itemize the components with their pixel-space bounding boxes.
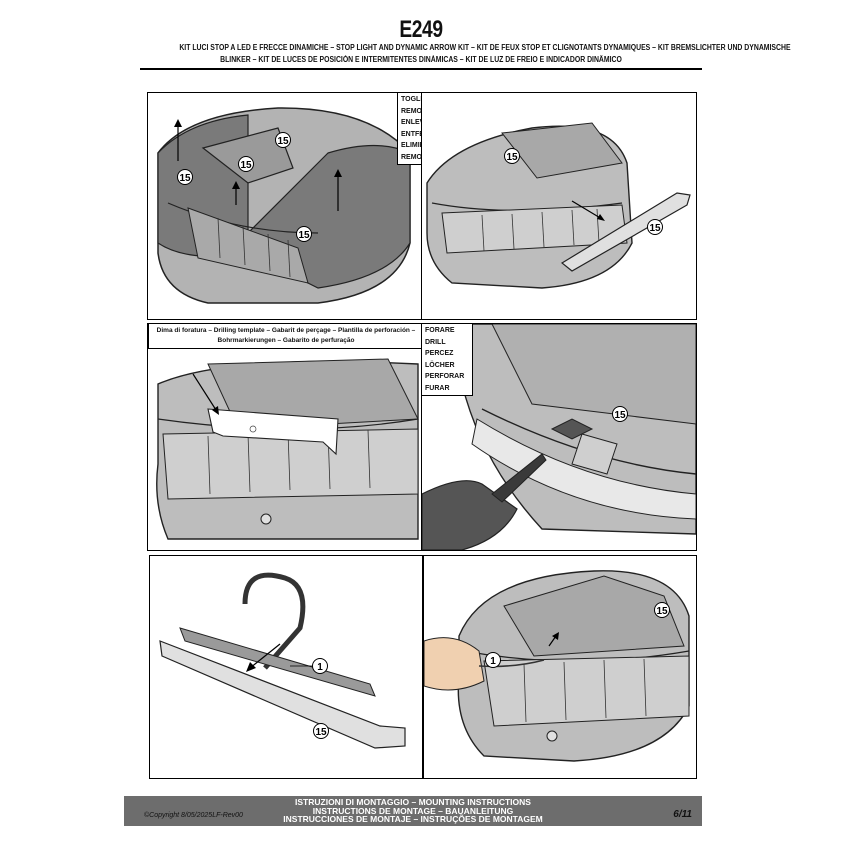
part-15-label: 15 <box>238 156 254 172</box>
svg-text:15: 15 <box>506 152 518 163</box>
part-15-label: 15 <box>296 226 312 242</box>
page-number: 6/11 <box>673 809 692 820</box>
header-rule <box>140 68 702 70</box>
drilling-template-callout: Dima di foratura – Drilling template – G… <box>148 323 424 349</box>
install-light-illustration: 1 15 <box>424 570 690 762</box>
step-panel-remove-reflector: 15 15 <box>421 92 697 320</box>
subtitle-line-1: KIT LUCI STOP A LED E FRECCE DINAMICHE –… <box>179 43 791 52</box>
svg-text:15: 15 <box>179 173 191 184</box>
drill-illustration: 15 <box>422 324 696 550</box>
document-code: E249 <box>399 16 443 43</box>
part-15-label: 15 <box>647 219 663 235</box>
part-1-label: 1 <box>485 652 501 668</box>
part-15-label: 15 <box>612 406 628 422</box>
part-15-label: 15 <box>275 132 291 148</box>
svg-text:1: 1 <box>317 662 323 673</box>
svg-text:15: 15 <box>649 223 661 234</box>
footer-bar: ISTRUZIONI DI MONTAGGIO – MOUNTING INSTR… <box>124 796 702 826</box>
part-15-label: 15 <box>313 723 329 739</box>
footer-instructions: ISTRUZIONI DI MONTAGGIO – MOUNTING INSTR… <box>283 797 543 824</box>
part-15-label: 15 <box>654 602 670 618</box>
svg-text:15: 15 <box>240 160 252 171</box>
light-strip-illustration: 1 15 <box>159 572 406 749</box>
copyright: ©Copyright 8/05/2025LF-Rev00 <box>144 812 243 819</box>
step-panel-remove-covers: 15 15 15 15 <box>147 92 423 320</box>
svg-text:15: 15 <box>656 606 668 617</box>
step-panel-drilling-template <box>147 323 423 551</box>
remove-covers-illustration: 15 15 15 15 <box>157 107 411 304</box>
subtitle-line-2: BLINKER – KIT DE LUCES DE POSICIÓN E INT… <box>220 55 622 64</box>
part-15-label: 15 <box>177 169 193 185</box>
part-1-label: 1 <box>312 658 328 674</box>
step-panel-install-light: 1 15 <box>423 555 697 779</box>
svg-text:15: 15 <box>298 230 310 241</box>
remove-reflector-illustration: 15 15 <box>426 122 691 289</box>
svg-text:15: 15 <box>277 136 289 147</box>
svg-text:15: 15 <box>614 410 626 421</box>
svg-text:1: 1 <box>490 656 496 667</box>
svg-text:15: 15 <box>315 727 327 738</box>
part-15-label: 15 <box>504 148 520 164</box>
step-panel-light-strip: 1 15 <box>149 555 423 779</box>
drilling-template-illustration <box>156 358 419 540</box>
